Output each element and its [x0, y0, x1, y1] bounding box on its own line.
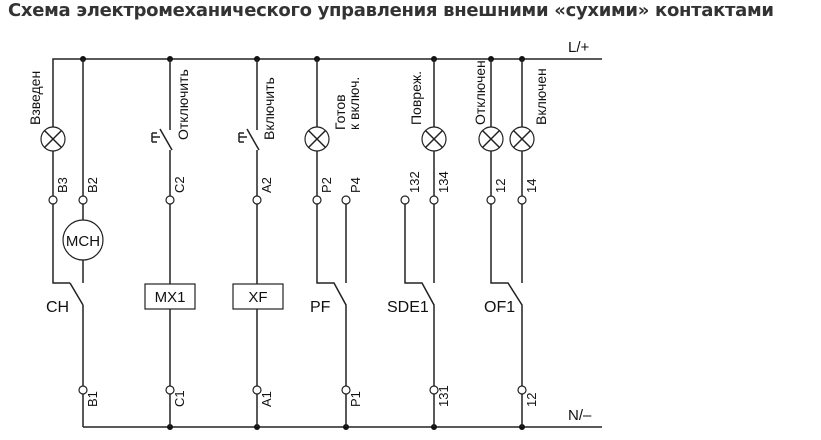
- xf-label: XF: [248, 289, 267, 306]
- terminals-top: B3 B2 C2 A2 P2 P4 132 134 12 14: [48, 171, 539, 205]
- svg-text:B3: B3: [55, 177, 70, 193]
- top-rail: L/+: [52, 39, 602, 200]
- lamp-off-label: Отключен: [472, 60, 488, 125]
- pushbutton-icon: [151, 132, 160, 143]
- svg-text:C1: C1: [172, 390, 187, 407]
- svg-text:P4: P4: [348, 177, 363, 193]
- lamp-ready-label: Готов: [332, 94, 348, 130]
- lamp-ready-label-2: к включ.: [346, 77, 362, 130]
- lamp-on: Включен: [509, 68, 549, 152]
- rail-label-bottom: N/–: [568, 407, 592, 424]
- lamp-on-label: Включен: [533, 68, 549, 125]
- pushbutton-icon: [238, 132, 247, 143]
- lamp-fault-label: Повреж.: [408, 71, 424, 125]
- motor-mch: MCH: [62, 219, 104, 261]
- lamp-off: Отключен: [472, 60, 504, 152]
- pf-label: PF: [310, 299, 331, 316]
- rail-label-top: L/+: [568, 39, 590, 56]
- svg-text:P1: P1: [348, 391, 363, 407]
- svg-text:A1: A1: [259, 391, 274, 407]
- button-open-label: Отключить: [175, 69, 191, 140]
- junction-dots: [80, 56, 525, 430]
- terminals-bottom: B1 C1 A1 P1 131 12: [78, 385, 539, 407]
- page-title: Схема электромеханического управления вн…: [8, 0, 774, 21]
- of1-label: OF1: [484, 299, 515, 316]
- button-close-label: Включить: [261, 77, 277, 140]
- coil-xf: [232, 283, 284, 310]
- svg-text:14: 14: [524, 179, 539, 193]
- svg-text:A2: A2: [259, 177, 274, 193]
- lamp-armed: Взведен: [27, 71, 66, 152]
- bottom-rail: N/–: [83, 407, 602, 428]
- svg-text:12: 12: [524, 393, 539, 407]
- svg-text:C2: C2: [172, 176, 187, 193]
- mx1-label: MX1: [155, 289, 186, 306]
- svg-text:P2: P2: [319, 177, 334, 193]
- ch-label: CH: [46, 299, 69, 316]
- sde1-label: SDE1: [387, 299, 429, 316]
- svg-text:131: 131: [436, 385, 451, 407]
- lamp-armed-label: Взведен: [27, 71, 43, 125]
- svg-text:B2: B2: [85, 177, 100, 193]
- lamp-ready: Готов к включ.: [304, 77, 362, 152]
- svg-text:134: 134: [436, 171, 451, 193]
- lamp-fault: Повреж.: [408, 71, 447, 152]
- svg-text:B1: B1: [85, 391, 100, 407]
- svg-text:132: 132: [407, 171, 422, 193]
- motor-label: MCH: [66, 233, 100, 250]
- coil-mx1: [144, 283, 196, 310]
- svg-text:12: 12: [493, 179, 508, 193]
